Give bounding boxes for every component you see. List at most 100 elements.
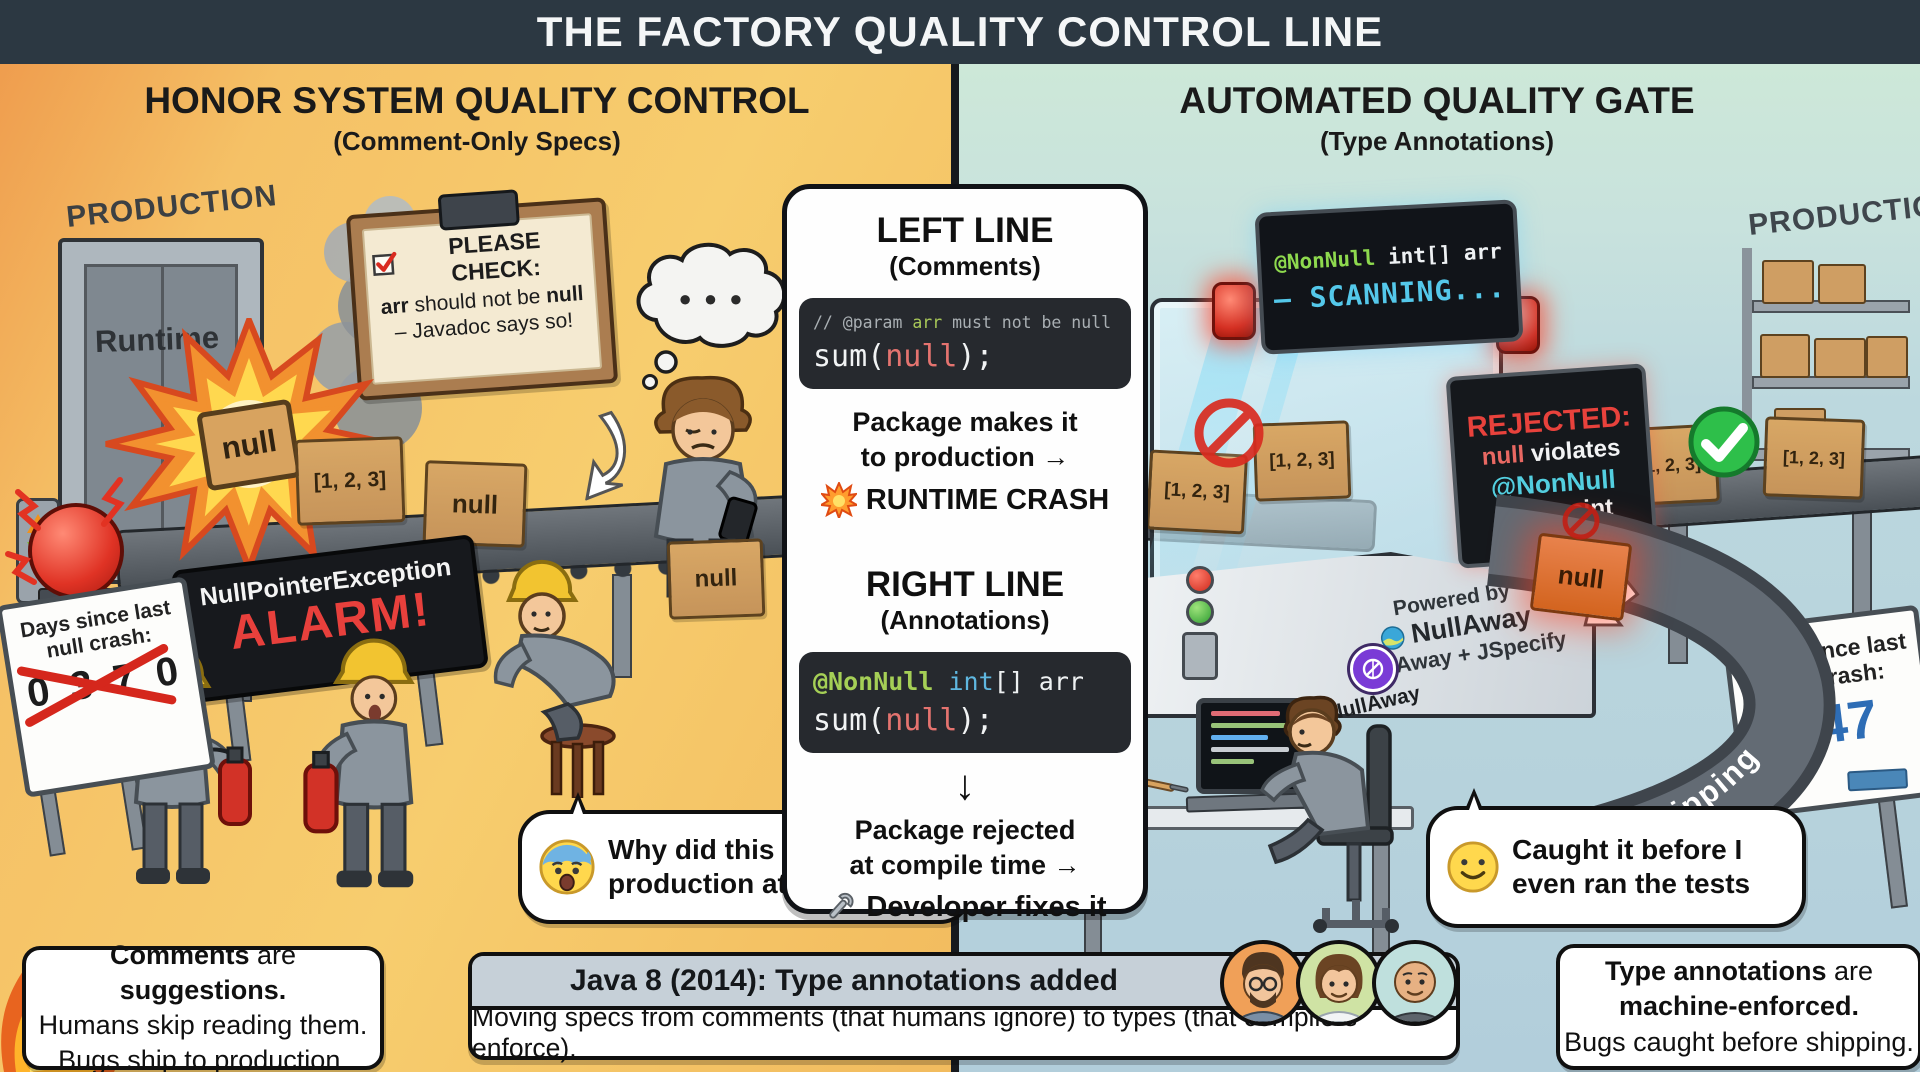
conveyor-leg xyxy=(1668,520,1688,664)
comments-code-block: // @param arr must not be null sum(null)… xyxy=(799,298,1131,389)
code-line xyxy=(1211,711,1280,716)
no-entry-icon xyxy=(1194,398,1264,468)
avatar-bearded-man xyxy=(1220,940,1306,1026)
right-line-subtitle: (Annotations) xyxy=(880,605,1050,636)
notice-arr: arr xyxy=(379,294,410,320)
left-heading: HONOR SYSTEM QUALITY CONTROL xyxy=(144,80,810,121)
scanner-line2: — SCANNING... xyxy=(1273,270,1507,316)
binder-clip-icon xyxy=(437,189,520,231)
green-check-icon xyxy=(1688,406,1760,478)
explosion-icon: null xyxy=(105,318,393,570)
summary-line3: Bugs ship to production. xyxy=(58,1045,348,1072)
bubble-line2: even ran the tests xyxy=(1512,868,1751,899)
developer-at-desk xyxy=(1259,695,1399,933)
days-since-crash-board-left: Days since last null crash: 0 3 7 0 xyxy=(0,576,216,798)
code-nonnull: @NonNull xyxy=(813,667,934,697)
days-since-crash-board-right: Days since last null crash: 847 xyxy=(1721,604,1920,820)
nullaway-globe-icon xyxy=(1380,625,1405,650)
notice-title-row: PLEASE CHECK: xyxy=(371,224,588,293)
summary-mid: are xyxy=(249,939,297,970)
code-arr: arr xyxy=(912,313,943,332)
box-label: [1, 2, 3] xyxy=(1163,479,1231,504)
box-123: [1, 2, 3] xyxy=(1252,420,1352,502)
summary-bold: suggestions. xyxy=(119,974,287,1005)
shelf-box xyxy=(1814,338,1866,378)
red-beacon-icon xyxy=(1212,282,1256,340)
result-line1: Package makes it xyxy=(852,407,1078,437)
avatar-woman xyxy=(1296,940,1382,1026)
wrench-icon xyxy=(829,893,854,919)
summary-bold: machine-enforced. xyxy=(1618,991,1860,1022)
avatar-face-icon xyxy=(1384,961,1446,1022)
worker-on-stool xyxy=(493,560,616,798)
box-null: null xyxy=(666,538,766,620)
result-line1: Package rejected xyxy=(854,815,1076,846)
code-arr: [] arr xyxy=(993,667,1084,697)
down-arrow: ↓ xyxy=(954,761,976,809)
developer-fixes-row: Developer fixes it xyxy=(823,890,1107,924)
rejected-null-box: null xyxy=(1529,532,1633,622)
code-int: int xyxy=(933,667,994,697)
scanner-line1: @NonNull int[] arr xyxy=(1274,239,1503,275)
summary-line1: Type annotations are xyxy=(1605,954,1873,989)
code-line xyxy=(1211,759,1255,764)
bubble-text: Caught it before I even ran the tests xyxy=(1512,833,1750,901)
anxious-face-icon xyxy=(539,839,595,895)
result-line2: at compile time → xyxy=(849,849,1081,880)
code-line xyxy=(1211,747,1290,752)
notice-title: PLEASE CHECK: xyxy=(447,226,542,287)
box-label: null xyxy=(694,564,738,593)
code-comment: // @param xyxy=(813,313,913,332)
burst-icon xyxy=(820,482,857,519)
right-line-result: Package rejected at compile time → xyxy=(849,813,1080,882)
red-button xyxy=(1186,566,1214,594)
red-cross-icon xyxy=(17,643,177,727)
left-summary-box: Comments are suggestions. Humans skip re… xyxy=(22,940,384,1072)
summary-bold: Type annotations xyxy=(1604,956,1827,987)
left-line-subtitle: (Comments) xyxy=(889,251,1041,281)
code-call: ); xyxy=(957,703,994,739)
code-null: null xyxy=(885,339,958,374)
footer-banner: Java 8 (2014): Type annotations added Mo… xyxy=(468,940,1460,1063)
code-comment: must not be null xyxy=(942,313,1112,332)
summary-bold: Comments xyxy=(109,939,250,970)
explosion-box-label: null xyxy=(219,423,279,466)
please-check-notice: PLEASE CHECK: arr should not be null – J… xyxy=(345,189,619,401)
box-123: [1, 2, 3] xyxy=(294,436,406,526)
left-subheading: (Comment-Only Specs) xyxy=(333,126,621,156)
caught-speech-bubble: Caught it before I even ran the tests xyxy=(1426,806,1806,928)
page-title: THE FACTORY QUALITY CONTROL LINE xyxy=(536,8,1384,55)
box-null: null xyxy=(422,460,528,548)
speech-tail xyxy=(568,790,588,828)
eraser-icon xyxy=(1847,768,1909,792)
summary-line1: Comments are suggestions. xyxy=(26,938,380,1008)
code-comment-line: // @param arr must not be null xyxy=(813,313,1117,332)
shelf-box xyxy=(1762,260,1814,304)
lever-switch xyxy=(1182,632,1218,680)
shelf-box xyxy=(1760,334,1810,378)
board-value: 0 3 7 0 xyxy=(17,643,186,727)
code-call-line: sum(null); xyxy=(813,339,1117,374)
code-call: ); xyxy=(957,339,994,374)
red-checkbox-icon xyxy=(372,251,397,276)
thought-dots: ● ● ● xyxy=(678,286,745,311)
rejected-null: null xyxy=(1480,441,1526,472)
developer-fixes-label: Developer fixes it xyxy=(866,890,1107,923)
right-summary-box: Type annotations are machine-enforced. B… xyxy=(1556,944,1920,1070)
smiley-face-icon xyxy=(1447,841,1499,893)
code-null: null xyxy=(885,703,958,739)
avatar-face-icon xyxy=(1232,952,1294,1022)
no-entry-icon xyxy=(1562,502,1600,540)
right-line-title: RIGHT LINE xyxy=(865,565,1065,605)
code-annotation-line: @NonNull int[] arr xyxy=(813,667,1117,696)
footer-body: Moving specs from comments (that humans … xyxy=(472,1002,1358,1063)
right-heading: AUTOMATED QUALITY GATE xyxy=(1179,80,1695,121)
avatar-bald-man xyxy=(1372,940,1458,1026)
worker-firefighter xyxy=(303,638,415,888)
scanner-type: int[] arr xyxy=(1374,238,1503,270)
notice-null: null xyxy=(545,281,585,308)
right-subheading: (Type Annotations) xyxy=(1320,126,1554,156)
scanner-screen: @NonNull int[] arr — SCANNING... xyxy=(1254,199,1524,355)
box-label: null xyxy=(451,487,499,520)
